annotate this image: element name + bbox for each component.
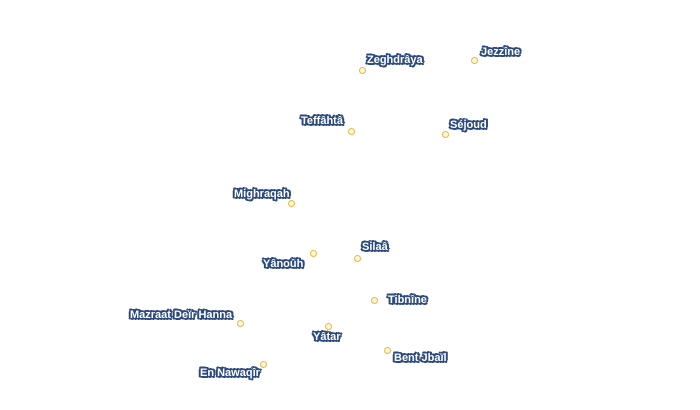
place-marker-mazraat-deir-hanna[interactable] (237, 320, 244, 327)
place-marker-tibnine[interactable] (371, 297, 378, 304)
place-label-silaa: Silaâ (362, 241, 388, 253)
place-marker-yanouh[interactable] (310, 250, 317, 257)
place-label-mazraat-deir-hanna: Mazraat Deïr Hanna (130, 309, 233, 321)
place-marker-jezzine[interactable] (471, 57, 478, 64)
place-label-bent-jbail: Bent Jbaïl (394, 352, 447, 364)
place-label-yanouh: Yânoûh (263, 258, 304, 270)
place-label-tibnine: Tibnîne (388, 294, 427, 306)
place-marker-yatar[interactable] (325, 323, 332, 330)
place-label-sejoud: Séjoud (450, 119, 487, 131)
place-marker-teffahta[interactable] (348, 128, 355, 135)
place-marker-silaa[interactable] (354, 255, 361, 262)
place-marker-bent-jbail[interactable] (384, 347, 391, 354)
place-label-mighraqah: Mighraqah (234, 188, 290, 200)
place-label-yatar: Yâtar (313, 331, 341, 343)
place-label-jezzine: Jezzîne (481, 46, 521, 58)
place-label-teffahta: Teffâhtâ (301, 115, 343, 127)
place-marker-sejoud[interactable] (442, 131, 449, 138)
place-marker-mighraqah[interactable] (288, 200, 295, 207)
place-marker-zeghdraya[interactable] (359, 67, 366, 74)
place-label-en-nawaqir: En Nawaqîr (200, 367, 260, 379)
place-label-zeghdraya: Zeghdrâya (367, 54, 423, 66)
place-marker-en-nawaqir[interactable] (260, 361, 267, 368)
